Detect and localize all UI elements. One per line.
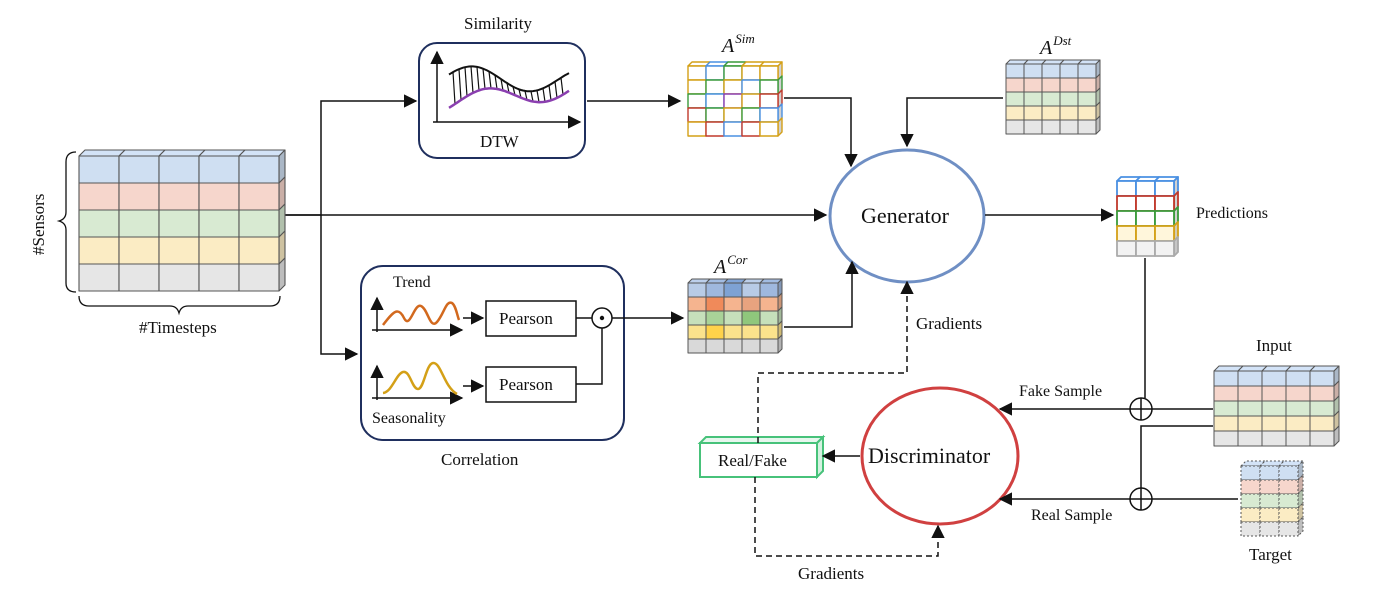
dtw-plot [430,50,582,129]
sum-node-fake [1129,397,1153,421]
target-label: Target [1249,545,1292,564]
hadamard-product-icon [591,307,613,329]
seasonality-plot [370,361,464,405]
connections [285,94,1238,557]
dtw-label: DTW [480,132,519,151]
real-sample-label: Real Sample [1031,507,1113,524]
discriminator-label: Discriminator [868,443,991,468]
pearson-label-trend: Pearson [499,309,553,328]
predictions-tensor [1116,176,1179,257]
input-tensor [78,149,286,292]
sensors-brace [56,151,77,293]
similarity-label: Similarity [464,14,532,33]
gradients-label-generator: Gradients [916,314,983,333]
input-label: Input [1256,336,1292,355]
real-fake-box [697,434,826,480]
correlation-label: Correlation [441,450,519,469]
timesteps-label: #Timesteps [139,318,217,337]
a-dst-matrix [1005,59,1101,135]
seasonality-label: Seasonality [372,410,446,427]
a-cor-matrix [687,278,783,354]
sensors-label: #Sensors [29,193,48,255]
a-sim-matrix [687,61,783,137]
a-sim-label: ASim [722,31,755,57]
pearson-label-seasonality: Pearson [499,375,553,394]
trend-label: Trend [393,274,431,291]
sum-node-real [1129,487,1153,511]
gradients-label-discriminator: Gradients [798,564,865,583]
pearson-box-trend [485,300,577,337]
trend-plot [370,296,464,337]
a-dst-label: ADst [1040,33,1072,59]
discriminator-node [860,386,1020,526]
fake-sample-label: Fake Sample [1019,383,1103,400]
input-sample-tensor [1213,365,1340,447]
real-fake-label: Real/Fake [718,451,787,470]
target-tensor [1240,460,1304,537]
predictions-label: Predictions [1196,205,1268,222]
similarity-panel [418,42,586,159]
timesteps-brace [78,295,281,316]
a-cor-label: ACor [714,252,748,278]
generator-label: Generator [861,203,949,228]
